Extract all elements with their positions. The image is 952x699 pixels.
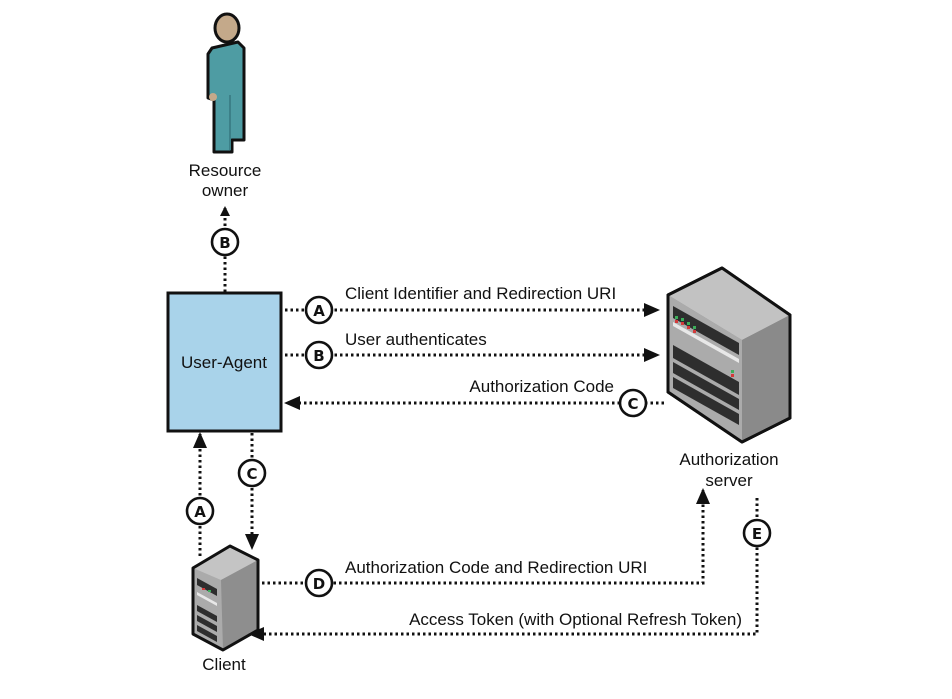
flow-e-label: Access Token (with Optional Refresh Toke… <box>409 610 742 629</box>
authorization-server-label-line2: server <box>705 471 753 490</box>
authorization-server-label-line1: Authorization <box>679 450 778 469</box>
step-marker-a: A <box>313 302 325 320</box>
client-server-icon <box>191 544 260 652</box>
step-marker-e: E <box>752 525 762 543</box>
step-marker-c-client: C <box>246 465 257 483</box>
resource-owner-label-line1: Resource <box>189 161 262 180</box>
step-marker-d: D <box>313 575 325 593</box>
flow-c-label: Authorization Code <box>469 377 614 396</box>
resource-owner-person-icon <box>206 12 246 154</box>
user-agent-box <box>166 291 283 433</box>
client-label: Client <box>202 655 246 674</box>
step-marker-b: B <box>313 347 324 365</box>
step-marker-b-owner: B <box>219 234 230 252</box>
user-agent-label: User-Agent <box>181 353 267 372</box>
resource-owner-label-line2: owner <box>202 181 249 200</box>
step-marker-circle <box>210 227 240 257</box>
arrow-d <box>262 488 710 585</box>
flow-b-label: User authenticates <box>345 330 487 349</box>
step-marker-a-client: A <box>194 503 206 521</box>
step-marker-c: C <box>627 395 638 413</box>
authorization-server-icon <box>666 266 792 444</box>
flow-a-label: Client Identifier and Redirection URI <box>345 284 616 303</box>
flow-d-label: Authorization Code and Redirection URI <box>345 558 647 577</box>
